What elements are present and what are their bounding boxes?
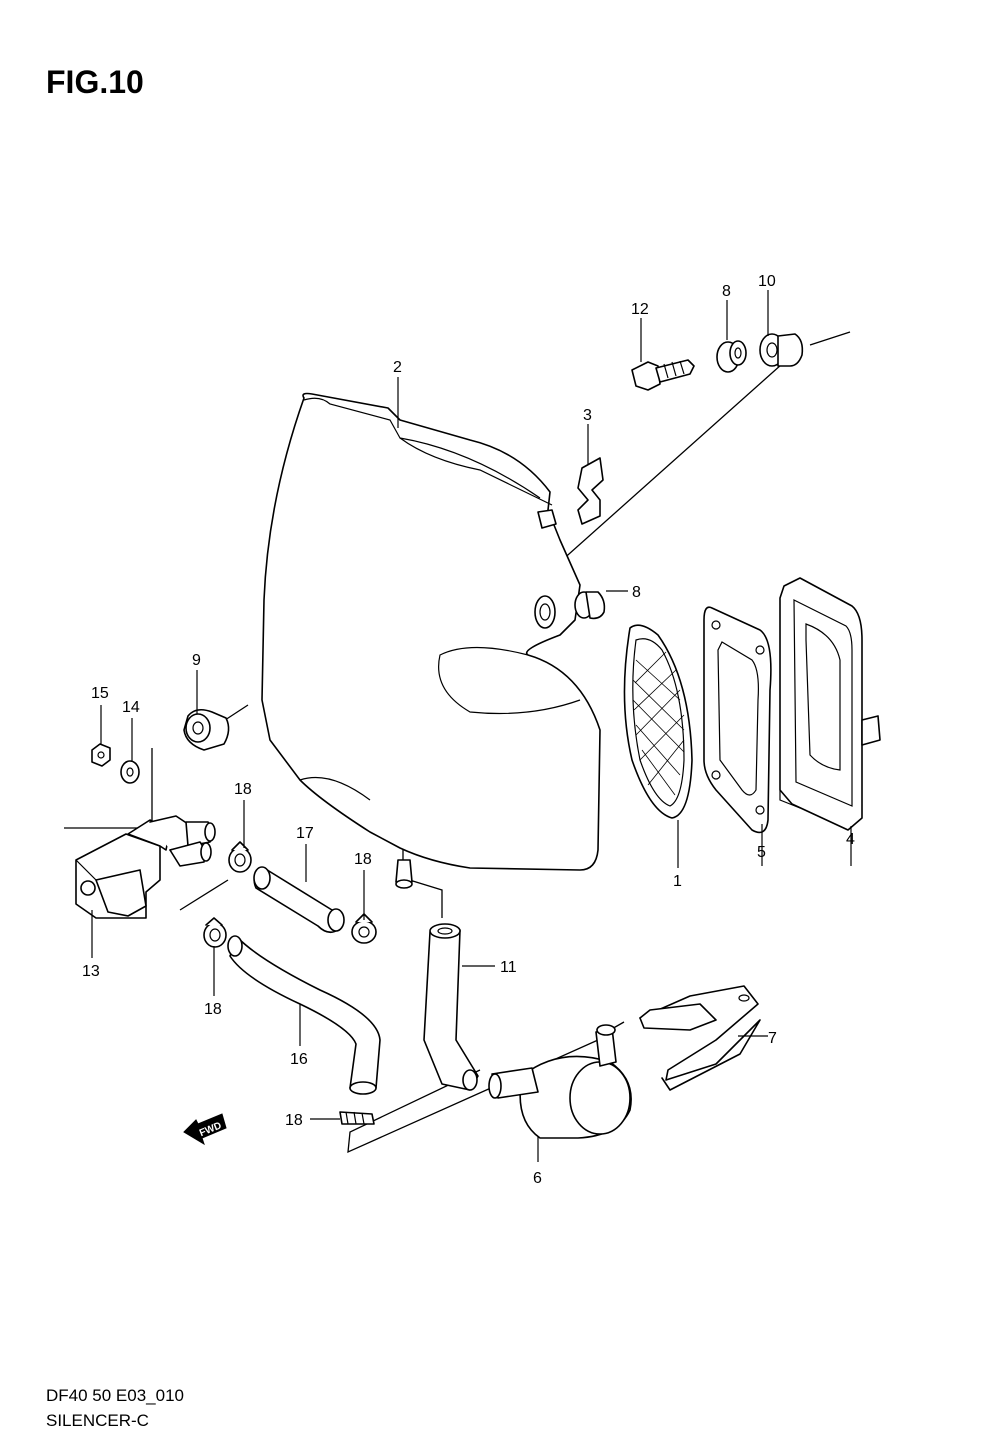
- callout-12: 12: [631, 301, 649, 318]
- callout-17: 17: [296, 825, 314, 842]
- hose-clip-bottom: [339, 1111, 375, 1125]
- callout-1: 1: [673, 873, 682, 890]
- callout-8-middle: 8: [632, 584, 641, 601]
- fuel-filter: [488, 1024, 632, 1139]
- leader-lines: [91, 290, 852, 1162]
- grommet-9: [183, 708, 230, 751]
- hose-drain: [423, 923, 479, 1091]
- callout-9: 9: [192, 652, 201, 669]
- silencer-case: [261, 392, 601, 871]
- fwd-arrow-marker: FWD: [183, 1113, 227, 1146]
- hose-curved: [227, 935, 381, 1095]
- callout-10: 10: [758, 273, 776, 290]
- callout-4: 4: [846, 831, 855, 848]
- callout-13: 13: [82, 963, 100, 980]
- callout-2: 2: [393, 359, 402, 376]
- bolt: [631, 359, 695, 391]
- callout-5: 5: [757, 844, 766, 861]
- grommet-upper: [759, 333, 804, 367]
- callout-6: 6: [533, 1170, 542, 1187]
- bushing-middle: [574, 591, 606, 620]
- callout-14: 14: [122, 699, 140, 716]
- callout-3: 3: [583, 407, 592, 424]
- mesh-screen: [623, 624, 693, 819]
- intake-housing: [779, 577, 881, 831]
- callout-18-middle: 18: [354, 851, 372, 868]
- clip: [577, 457, 604, 525]
- diagram-code: DF40 50 E03_010: [46, 1386, 184, 1405]
- callout-16: 16: [290, 1051, 308, 1068]
- assembly-line-valve-bottom: [179, 879, 229, 911]
- callout-18-upper: 18: [234, 781, 252, 798]
- callout-7: 7: [768, 1030, 777, 1047]
- gasket: [703, 606, 772, 834]
- callout-11: 11: [500, 959, 517, 976]
- washer-14: [120, 760, 140, 784]
- bushing-upper: [716, 340, 747, 373]
- callout-18-lower: 18: [204, 1001, 222, 1018]
- hose-clip-upper: [228, 841, 252, 873]
- callout-8-upper: 8: [722, 283, 731, 300]
- callout-18-bottom: 18: [285, 1112, 303, 1129]
- drain-nipple: [395, 859, 413, 889]
- filter-bracket: [639, 985, 761, 1091]
- hose-clip-lower: [203, 917, 227, 948]
- callout-labels: 1 2 3 4 5 6 7 8 8 9 10 11 12 13 14 15 16…: [82, 273, 855, 1187]
- hose-straight: [253, 866, 345, 934]
- nut-15: [91, 743, 111, 767]
- solenoid-valve: [75, 815, 216, 919]
- callout-15: 15: [91, 685, 109, 702]
- figure-title: FIG.10: [46, 64, 144, 100]
- diagram-name: SILENCER-C: [46, 1411, 149, 1430]
